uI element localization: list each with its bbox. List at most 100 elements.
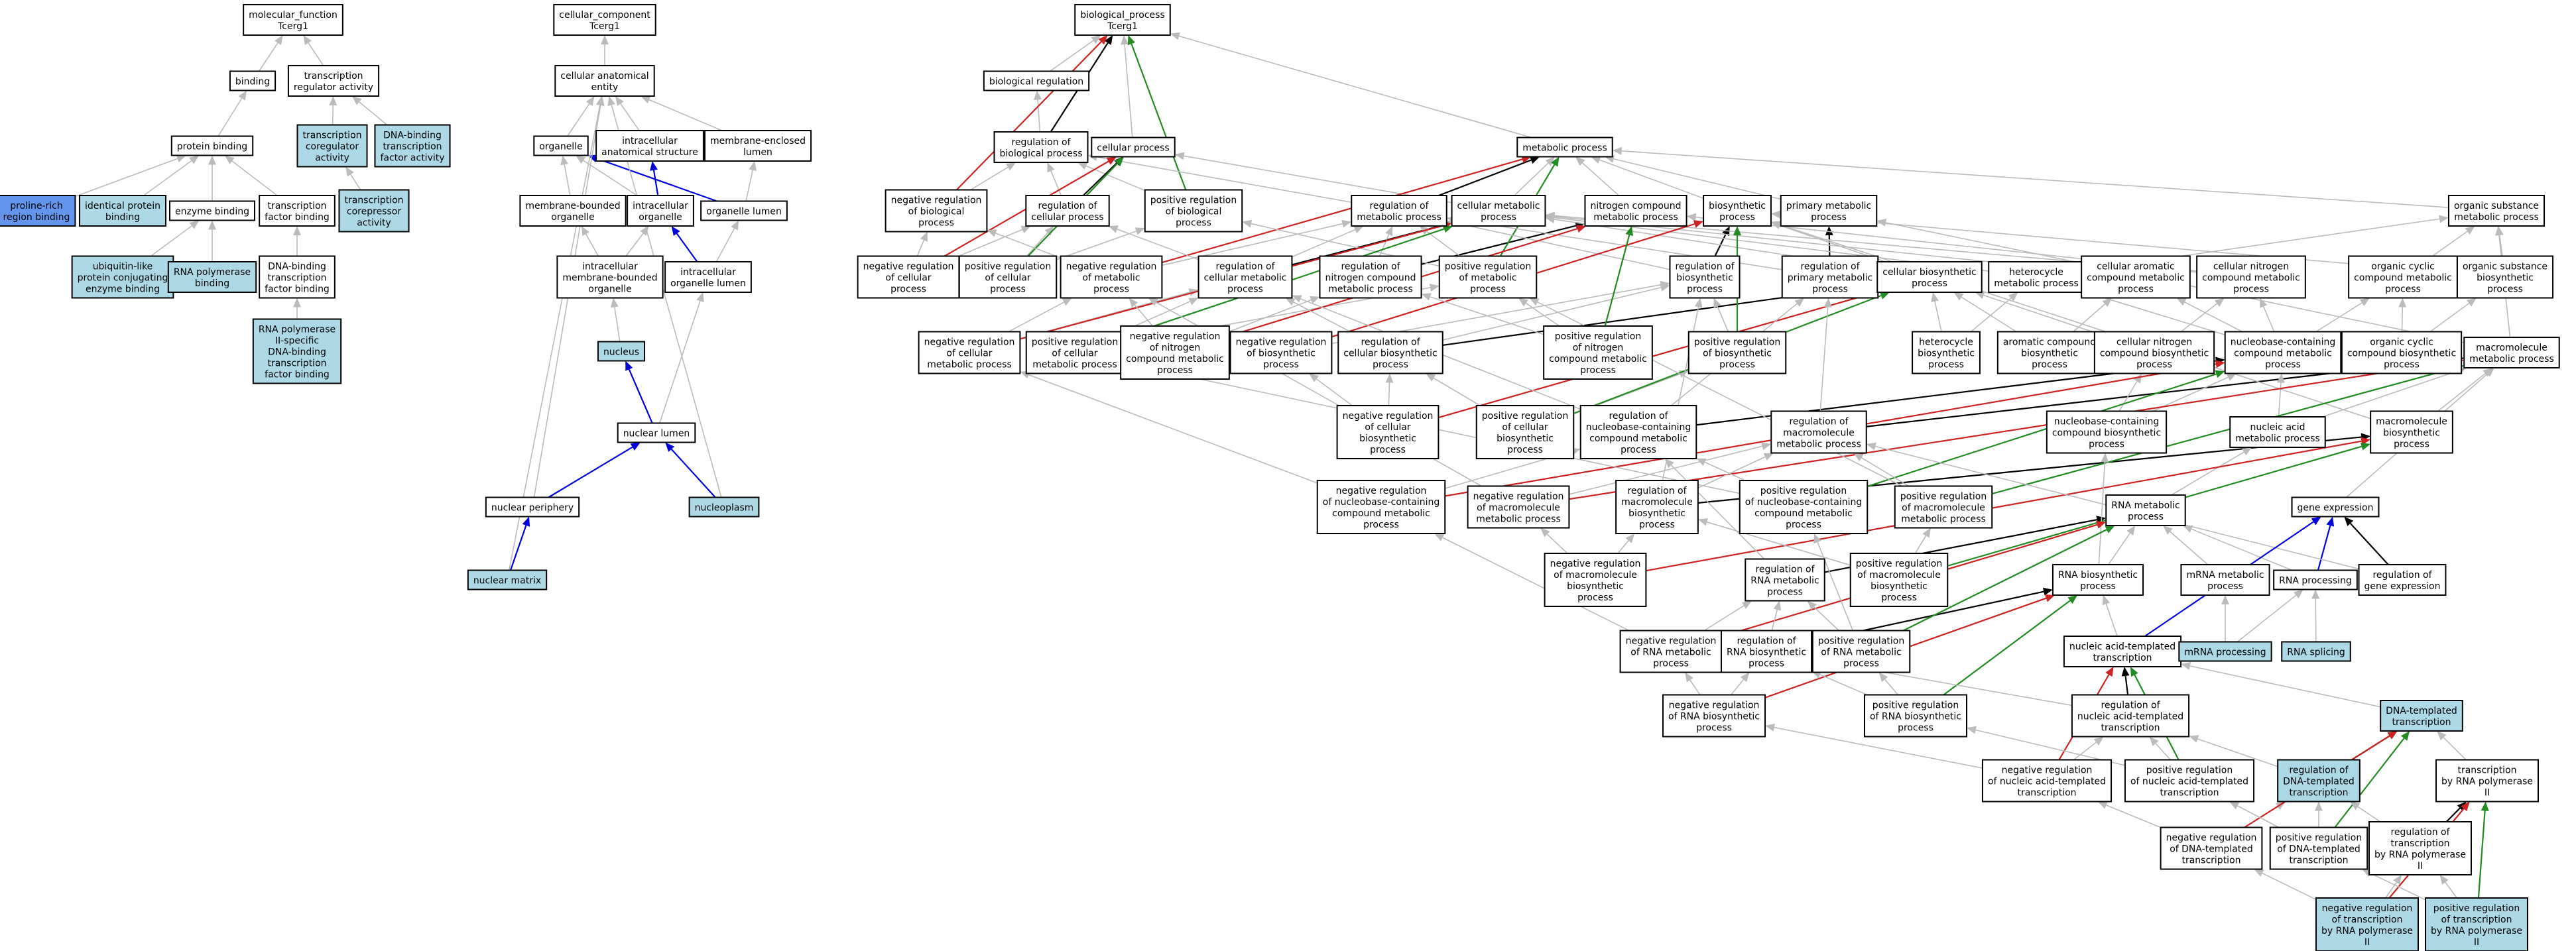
go-term-node[interactable]: regulation ofmacromoleculebiosyntheticpr… <box>1615 480 1699 534</box>
go-term-node[interactable]: organelle <box>533 135 589 156</box>
go-term-node[interactable]: enzyme binding <box>168 200 256 221</box>
go-term-node[interactable]: binding <box>229 70 276 91</box>
go-term-node[interactable]: cellular process <box>1091 137 1176 158</box>
go-term-node[interactable]: mRNA processing <box>2178 641 2272 662</box>
go-term-node[interactable]: nuclear lumen <box>617 422 696 443</box>
go-term-node[interactable]: organelle lumen <box>700 200 788 221</box>
go-term-node[interactable]: RNA processing <box>2273 569 2358 590</box>
go-term-node[interactable]: regulation ofnucleobase-containingcompou… <box>1579 405 1697 459</box>
go-term-node[interactable]: nuclear matrix <box>467 569 548 590</box>
go-term-node[interactable]: RNA polymeraseII-specificDNA-bindingtran… <box>252 318 342 384</box>
go-term-node[interactable]: nucleoplasm <box>688 496 760 518</box>
go-term-node[interactable]: biological regulation <box>983 70 1090 91</box>
go-term-node[interactable]: nucleus <box>597 341 646 362</box>
go-term-node[interactable]: nuclear periphery <box>485 496 580 518</box>
